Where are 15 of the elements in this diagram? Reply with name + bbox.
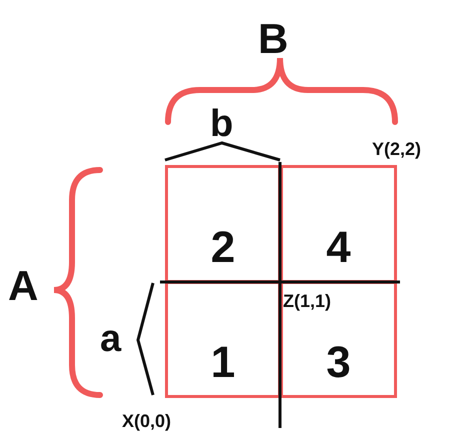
cell-number: 4 [326,226,351,270]
grid-cell [165,281,281,398]
cell-number: 1 [210,341,236,385]
dimension-label: b [210,105,234,143]
dimension-label: A [8,265,38,307]
dimension-label: B [258,18,288,60]
grid-cell [280,165,397,283]
cell-number: 3 [326,341,351,385]
grid-cell [165,165,281,283]
point-label: X(0,0) [122,412,172,430]
dimension-label: a [100,320,122,358]
point-label: Y(2,2) [372,140,422,158]
cell-number: 2 [210,226,236,270]
grid-cell [280,281,397,398]
point-label: Z(1,1) [283,292,332,310]
